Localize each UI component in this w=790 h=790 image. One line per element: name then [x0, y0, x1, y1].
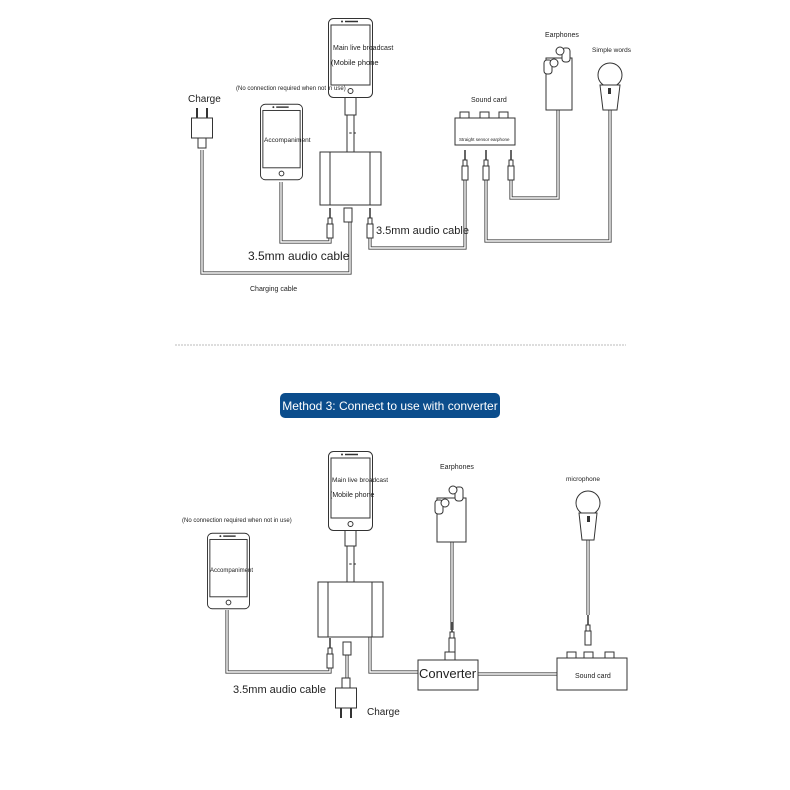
main-phone-label-2: (Mobile phone [331, 58, 379, 67]
adapter-box [319, 151, 382, 223]
audio-jack-icon [584, 614, 592, 646]
audio-cable-right-label: 3.5mm audio cable [376, 225, 469, 237]
method3-diagram: = = Main live broadcast (Mobile phone Ac… [182, 450, 628, 719]
svg-text:= =: = = [349, 562, 356, 568]
earphones-icon [434, 485, 467, 543]
earphones-icon [543, 46, 573, 111]
converter-label: Converter [419, 666, 477, 681]
audio-jack-icon [461, 149, 469, 181]
charging-cable-label: Charging cable [250, 286, 297, 293]
charge-plug-icon [334, 677, 358, 719]
phone-to-adapter-cable: = = [344, 96, 357, 153]
adapter-box [317, 581, 384, 656]
sound-card-label: Sound card [471, 97, 507, 104]
audio-cable-right [368, 180, 467, 250]
audio-jack-icon [448, 621, 456, 653]
adapter-to-converter-cable [368, 637, 418, 674]
charge-label: Charge [367, 707, 400, 718]
audio-jack-icon [326, 637, 334, 669]
audio-jack-icon [366, 207, 374, 239]
accompaniment-label: Accompaniment [210, 568, 253, 574]
phone-to-adapter-cable: = = [344, 529, 357, 583]
no-connection-note: (No connection required when not in use) [236, 86, 346, 92]
method3-banner: Method 3: Connect to use with converter [280, 393, 500, 418]
audio-cable-left-label: 3.5mm audio cable [248, 249, 350, 263]
no-connection-note: (No connection required when not in use) [182, 518, 292, 524]
charge-label: Charge [188, 94, 221, 105]
sound-card-label: Sound card [575, 673, 611, 680]
earphones-label: Earphones [545, 32, 579, 39]
microphone-label: microphone [566, 476, 600, 483]
audio-jack-icon [482, 149, 490, 181]
banner-title: Method 3: Connect to use with converter [282, 399, 497, 413]
sound-card-port-label: Straight sensor earphone [459, 137, 510, 142]
charge-plug-icon [190, 107, 214, 149]
main-phone-label-1: Main live broadcast [333, 45, 393, 52]
converter-box [417, 651, 479, 691]
main-phone-icon [327, 450, 374, 532]
audio-jack-icon [326, 207, 334, 239]
microphone-cable [484, 110, 612, 243]
main-phone-label-1: Main live broadcast [332, 477, 388, 484]
main-phone-label-2: (Mobile phone [330, 492, 374, 499]
earphones-label: Earphones [440, 464, 474, 471]
sound-card-box [556, 651, 628, 691]
audio-cable [225, 610, 332, 674]
microphone-icon [575, 490, 601, 541]
method2-diagram: = = Main live broadcast (Mobile phone Ac… [188, 17, 632, 293]
audio-cable-label: 3.5mm audio cable [233, 684, 326, 696]
sound-card-box [454, 111, 516, 146]
audio-jack-icon [507, 149, 515, 181]
microphone-icon [597, 62, 623, 111]
charging-cable [200, 150, 352, 275]
audio-cable-left [279, 182, 332, 244]
microphone-label: Simple words [592, 47, 632, 54]
accompaniment-label: Accompaniment [264, 137, 311, 144]
earphone-cable [509, 110, 560, 200]
svg-text:= =: = = [349, 131, 356, 137]
